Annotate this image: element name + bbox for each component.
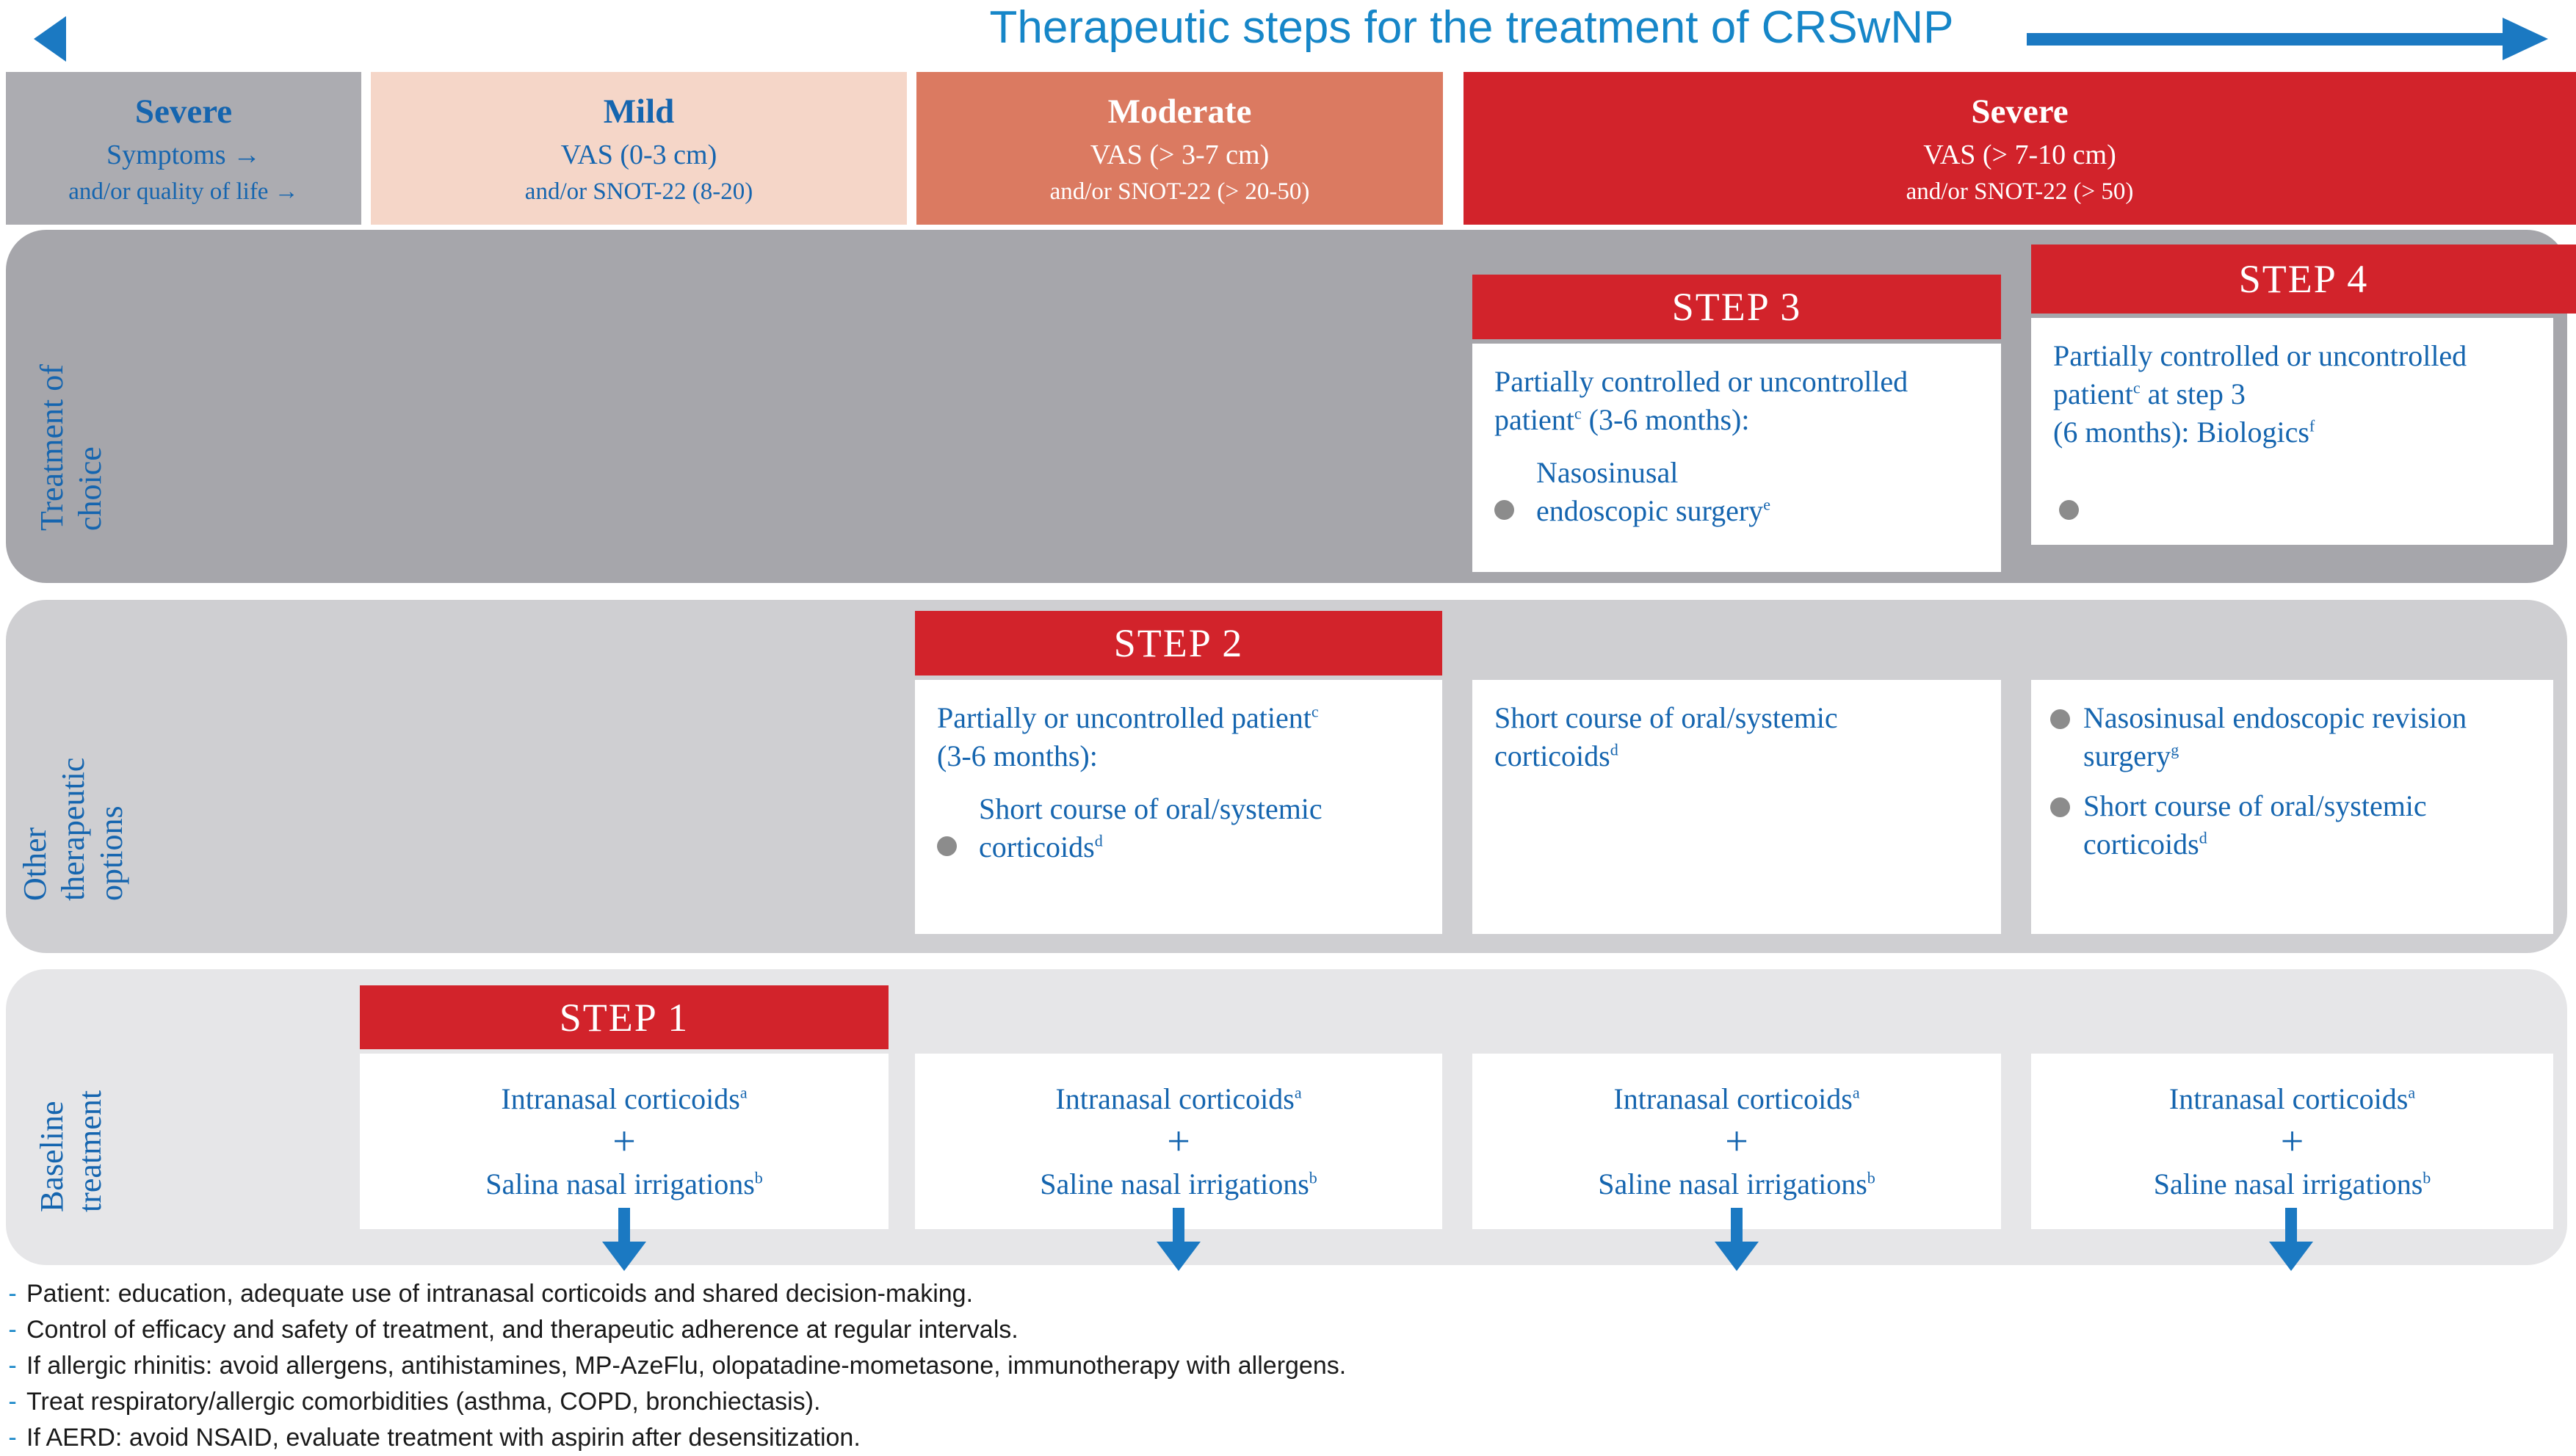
footnote-dash: - [8,1316,17,1344]
plus-sign: + [1725,1118,1748,1165]
step4-body: Partially controlled or uncontrolled pat… [2031,318,2553,545]
bullet-dot [2059,500,2079,520]
step4-header: STEP 4 [2031,245,2576,314]
footnote-item: - Treat respiratory/allergic comorbiditi… [4,1387,1346,1416]
row-label-line: Baseline [34,1101,70,1212]
baseline-line1: Intranasal corticoidsa [1613,1082,1860,1115]
baseline-box-severe-right: Intranasal corticoidsa + Saline nasal ir… [2031,1054,2553,1229]
severity-name: Severe [1971,92,2069,131]
row-label-line: Treatment of [34,364,70,531]
baseline-box-mild: Intranasal corticoidsa + Salina nasal ir… [360,1054,889,1229]
step1-header: STEP 1 [360,985,889,1049]
plus-sign: + [1167,1118,1190,1165]
severity-snot-range: and/or SNOT-22 (> 50) [1906,178,2134,205]
baseline-box-moderate: Intranasal corticoidsa + Saline nasal ir… [915,1054,1442,1229]
footnote-item: - If AERD: avoid NSAID, evaluate treatme… [4,1423,1346,1452]
step4-intro: Partially controlled or uncontrolled pat… [2053,339,2467,449]
baseline-line1: Intranasal corticoidsa [1055,1082,1302,1115]
baseline-box-severe-left: Intranasal corticoidsa + Saline nasal ir… [1472,1054,2001,1229]
row-label-line: treatment [72,1090,108,1212]
down-arrow-icon [1715,1208,1759,1271]
step2-body: Partially or uncontrolled patientc(3-6 m… [915,680,1442,934]
severity-axis-header: Severe Symptoms → and/or quality of life… [6,72,361,225]
bullet-dot [2050,709,2070,729]
baseline-line2: Saline nasal irrigationsb [1040,1167,1317,1200]
step3-header: STEP 3 [1472,275,2001,339]
down-arrow-icon [1157,1208,1201,1271]
step3-body: Partially controlled or uncontrolled pat… [1472,344,2001,572]
row-label-line: choice [72,446,108,531]
down-arrow-icon [602,1208,646,1271]
row-label-line: therapeutic [55,757,91,901]
row-label-line: options [93,805,129,901]
step3-intro: Partially controlled or uncontrolled pat… [1494,365,1909,436]
bullet-dot [2050,797,2070,817]
bullet-dot [1494,500,1514,520]
row-label-other-therapeutic-options: Other therapeutic options [16,615,131,938]
row-label-treatment-of-choice: Treatment of choice [33,245,114,568]
step2-intro: Partially or uncontrolled patientc(3-6 m… [937,701,1319,772]
severity-header-mild: Mild VAS (0-3 cm) and/or SNOT-22 (8-20) [371,72,907,225]
footnote-text: Control of efficacy and safety of treatm… [26,1316,1019,1344]
baseline-line2: Saline nasal irrigationsb [2153,1167,2431,1200]
footnote-dash: - [8,1424,17,1452]
severity-axis-quality-of-life: and/or quality of life → [68,178,299,205]
footnote-dash: - [8,1388,17,1416]
plus-sign: + [2280,1118,2304,1165]
figure-title: Therapeutic steps for the treatment of C… [989,2,1954,53]
baseline-line2: Saline nasal irrigationsb [1598,1167,1875,1200]
row-label-line: Other [17,827,53,901]
footnote-item: - If allergic rhinitis: avoid allergens,… [4,1351,1346,1380]
severity-axis-symptoms: Symptoms → [106,139,261,170]
severity-name: Moderate [1107,92,1252,131]
severity-name: Mild [603,92,675,131]
footnote-text: If allergic rhinitis: avoid allergens, a… [26,1352,1347,1380]
step2-header: STEP 2 [915,611,1442,676]
severity-vas-range: VAS (0-3 cm) [560,139,717,170]
severity-snot-range: and/or SNOT-22 (8-20) [524,178,753,205]
bullet-dot [937,836,957,856]
footnote-item: - Control of efficacy and safety of trea… [4,1315,1346,1344]
footnote-dash: - [8,1352,17,1380]
footnote-text: Treat respiratory/allergic comorbidities… [26,1388,821,1416]
footnote-dash: - [8,1280,17,1308]
footnote-text: If AERD: avoid NSAID, evaluate treatment… [26,1424,861,1452]
row-label-baseline-treatment: Baseline treatment [33,985,114,1249]
footnote-text: Patient: education, adequate use of intr… [26,1280,974,1308]
baseline-line1: Intranasal corticoidsa [501,1082,748,1115]
down-arrow-icon [2269,1208,2313,1271]
right-arrow-icon [2027,18,2548,60]
baseline-line1: Intranasal corticoidsa [2168,1082,2416,1115]
footnotes: - Patient: education, adequate use of in… [4,1279,1346,1452]
severity-vas-range: VAS (> 7-10 cm) [1923,139,2116,170]
severity-header-moderate: Moderate VAS (> 3-7 cm) and/or SNOT-22 (… [916,72,1443,225]
left-triangle-icon [34,16,66,62]
footnote-item: - Patient: education, adequate use of in… [4,1279,1346,1308]
severity-snot-range: and/or SNOT-22 (> 20-50) [1049,178,1310,205]
severity-axis-title: Severe [134,92,233,131]
severity-vas-range: VAS (> 3-7 cm) [1090,139,1270,170]
baseline-line2: Salina nasal irrigationsb [485,1167,763,1200]
plus-sign: + [612,1118,636,1165]
severity-header-severe: Severe VAS (> 7-10 cm) and/or SNOT-22 (>… [1464,72,2576,225]
